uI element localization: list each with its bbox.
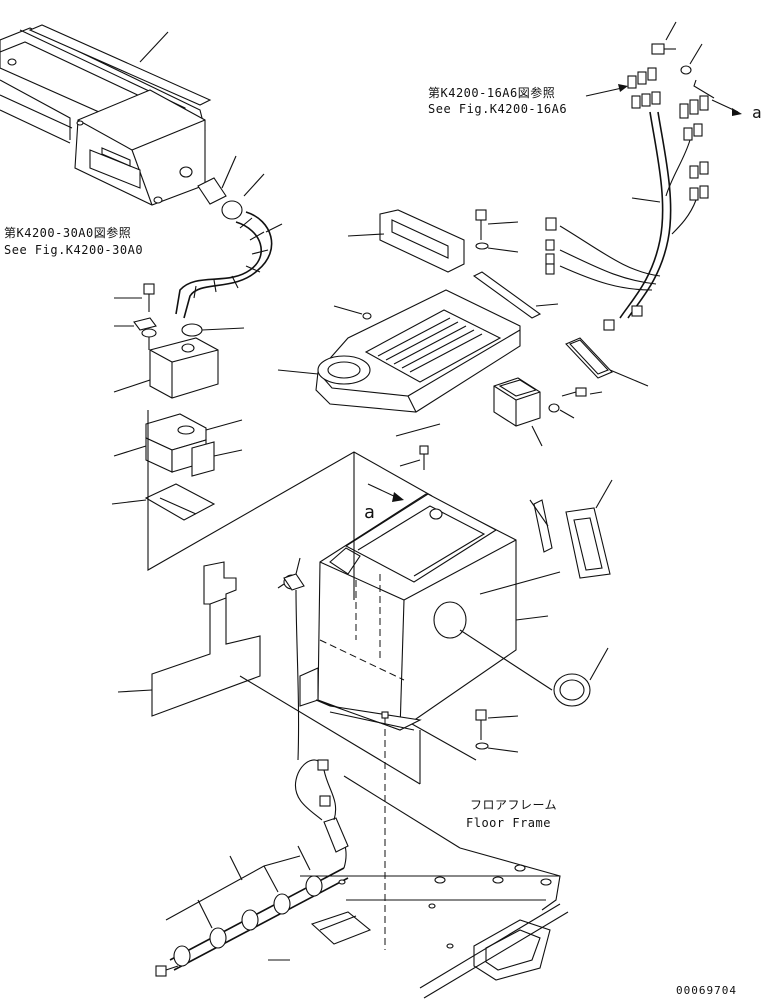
console-base-box [299,493,549,950]
switch-component [277,557,305,591]
reference-label-16a6-en: See Fig.K4200-16A6 [428,102,568,116]
insulation-pad [117,452,421,785]
wiring-harness [545,21,742,331]
floor-frame [300,775,569,999]
console-panel [277,209,559,470]
left-component-stack [111,283,433,571]
marker-a-mid: a [364,502,376,523]
duct-hose [175,155,283,337]
console-tray-assembly [0,24,212,206]
floor-frame-label-jp: フロアフレーム [470,798,558,812]
reference-label-30a0-jp: 第K4200-30A0図参照 [4,226,132,240]
heater-tube [155,589,349,977]
drawing-number: 00069704 [676,984,737,997]
reference-label-30a0-en: See Fig.K4200-30A0 [4,243,144,257]
marker-a-top: a [752,103,763,122]
right-gasket-parts [411,479,613,761]
floor-frame-label-en: Floor Frame [466,816,551,830]
reference-label-16a6-jp: 第K4200-16A6図参照 [428,86,556,100]
arrow-markers [367,483,404,502]
right-small-parts [493,337,649,447]
